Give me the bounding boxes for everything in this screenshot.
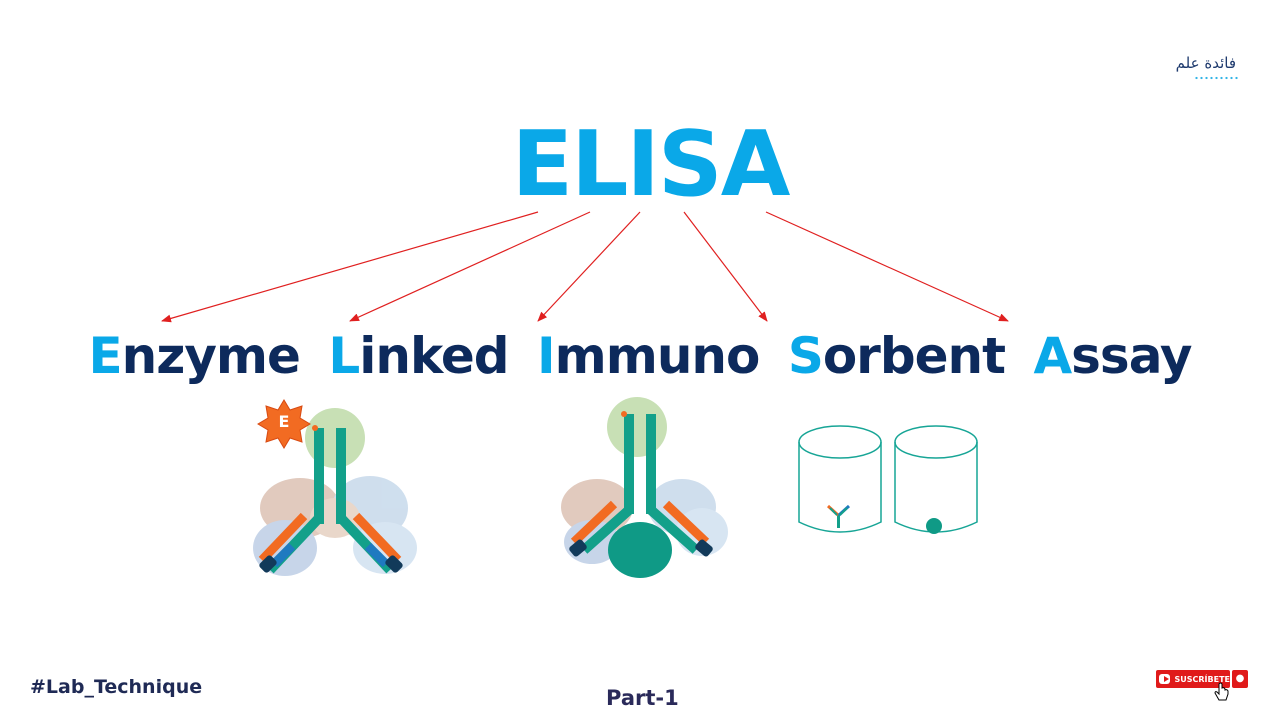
channel-logo: فائدة علم [1170,52,1242,88]
word-assay: Assay [1033,327,1192,385]
part-label: Part-1 [606,686,679,710]
arrow-l [349,211,591,322]
enzyme-badge-label: E [278,412,290,431]
hand-cursor-icon [1214,682,1229,701]
hashtag-label: #Lab_Technique [30,676,203,698]
subscribe-button[interactable]: SUSCRÍBETE [1156,670,1230,688]
elisa-expansion: Enzyme Linked Immuno Sorbent Assay [0,326,1280,386]
youtube-play-icon [1159,674,1171,684]
word-linked: Linked [328,327,509,385]
arrow-s [683,211,768,322]
small-antigen-dot [926,518,942,534]
word-sorbent: Sorbent [787,327,1006,385]
well-left [798,425,882,533]
arrow-a [765,211,1009,322]
arrow-i [537,211,641,322]
word-enzyme: Enzyme [88,327,300,385]
well-right [894,425,978,533]
word-immuno: Immuno [537,327,760,385]
small-antibody-icon [826,504,851,528]
logo-dots [1194,76,1238,80]
enzyme-antibody-illustration [253,399,417,576]
antibody-antigen-illustration [561,397,728,578]
subscribe-label: SUSCRÍBETE [1174,674,1230,684]
bell-icon[interactable]: ● [1232,670,1248,688]
logo-text: فائدة علم [1175,54,1236,72]
enzyme-star-icon [257,399,311,449]
page-title: ELISA [511,112,791,217]
antigen-circle [608,522,672,578]
arrow-e [161,211,539,323]
sorbent-wells-illustration [798,425,978,534]
